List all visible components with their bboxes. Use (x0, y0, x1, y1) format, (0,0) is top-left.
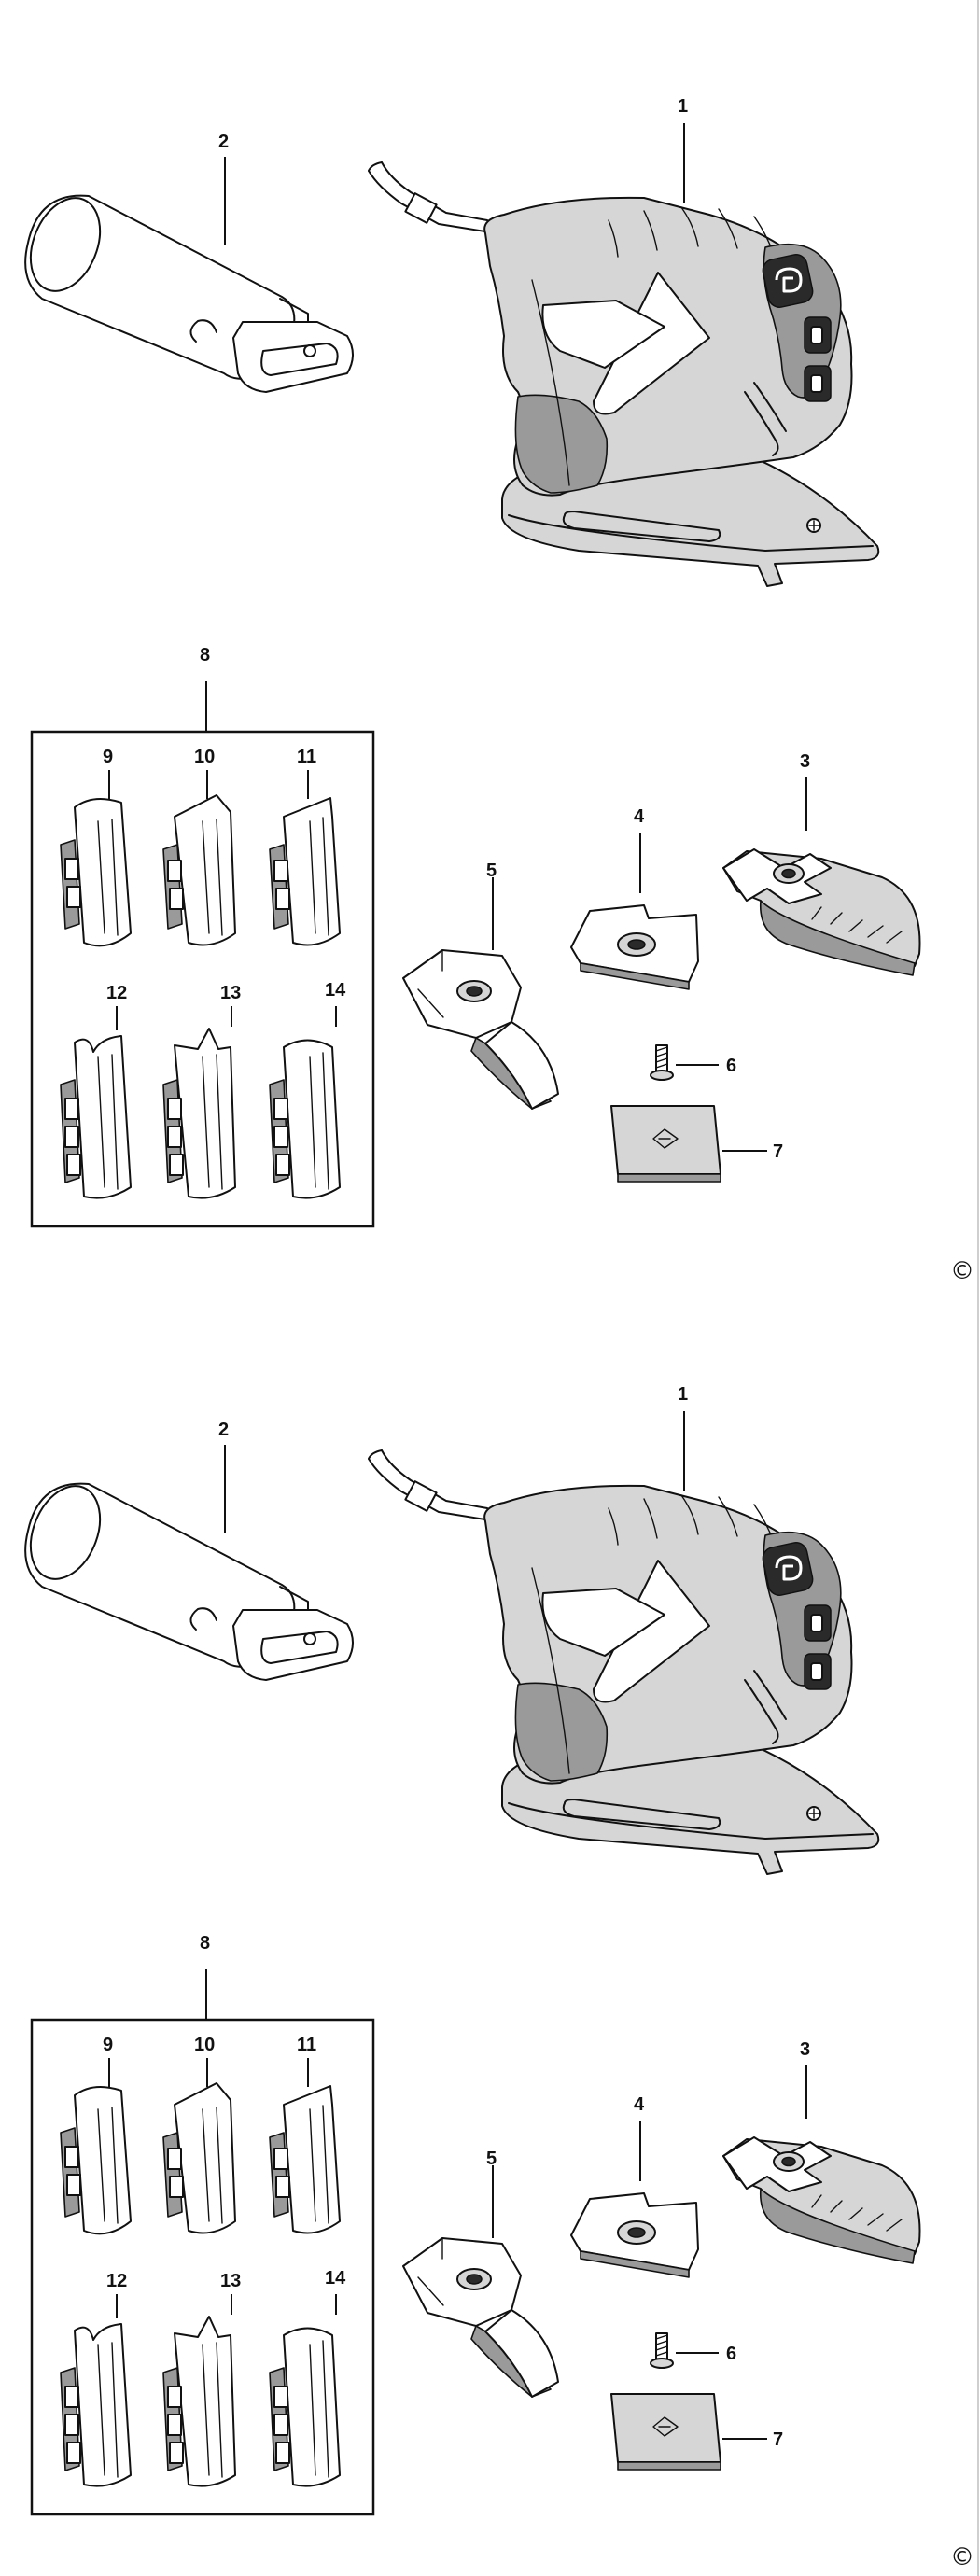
callout-7: 7 (773, 2429, 784, 2450)
callout-12: 12 (106, 983, 128, 1003)
callout-6: 6 (726, 2344, 737, 2364)
callout-13: 13 (220, 2271, 242, 2291)
callout-14: 14 (325, 980, 346, 1001)
callout-5: 5 (486, 861, 497, 881)
callout-10: 10 (194, 747, 216, 767)
callout-11: 11 (297, 747, 317, 767)
callout-5: 5 (486, 2149, 497, 2169)
callout-11: 11 (297, 2035, 317, 2055)
panel-bottom-drawing (16, 1409, 921, 2516)
callout-9: 9 (103, 747, 114, 767)
callout-8: 8 (200, 645, 211, 665)
callout-6: 6 (726, 1056, 737, 1076)
callout-2: 2 (218, 132, 230, 152)
callout-2: 2 (218, 1420, 230, 1440)
callout-1: 1 (678, 1384, 689, 1405)
callout-14: 14 (325, 2268, 346, 2289)
callout-3: 3 (800, 2039, 811, 2060)
callout-8: 8 (200, 1933, 211, 1953)
callout-10: 10 (194, 2035, 216, 2055)
callout-7: 7 (773, 1141, 784, 1162)
panel-top-drawing (16, 121, 921, 1228)
callout-3: 3 (800, 751, 811, 772)
callout-1: 1 (678, 96, 689, 117)
callout-4: 4 (634, 806, 645, 827)
copyright-mark-bottom: © (950, 2543, 974, 2571)
scan-edge (977, 0, 979, 2576)
copyright-mark-top: © (950, 1257, 974, 1285)
callout-4: 4 (634, 2094, 645, 2115)
callout-13: 13 (220, 983, 242, 1003)
callout-9: 9 (103, 2035, 114, 2055)
callout-12: 12 (106, 2271, 128, 2291)
